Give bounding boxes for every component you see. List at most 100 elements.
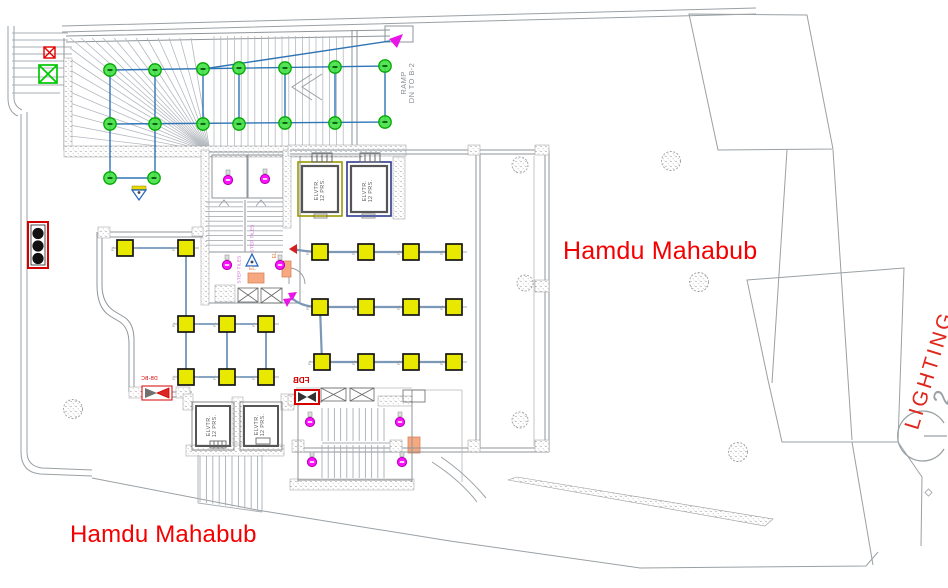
fixture-tag: FL bbox=[171, 322, 176, 327]
shaft-x-boxes-upper bbox=[237, 287, 283, 304]
leader-arrows bbox=[283, 34, 403, 307]
hatch-line bbox=[146, 37, 211, 153]
ramp-fan-hatch bbox=[69, 37, 211, 153]
ramp-label: RAMP DN TO B-2 bbox=[398, 48, 418, 118]
fixture-tag: FL bbox=[171, 246, 176, 251]
magenta-light-stem bbox=[307, 411, 313, 417]
fixture-tag: FL bbox=[351, 360, 356, 365]
magenta-light-stem bbox=[397, 411, 403, 417]
stair-up-arrows bbox=[218, 199, 267, 207]
wiring-left-group bbox=[125, 247, 267, 378]
hatch-line bbox=[157, 37, 211, 153]
yellow-light-icon bbox=[218, 368, 236, 386]
stair-treads-lower bbox=[321, 408, 390, 478]
fixture-tag: FL bbox=[251, 322, 256, 327]
yellow-light-icon bbox=[177, 315, 195, 333]
fixture-tag: FL bbox=[396, 360, 401, 365]
watermark-bottom: Hamdu Mahabub bbox=[70, 521, 257, 548]
fdb-symbol bbox=[294, 389, 320, 405]
yellow-light-icon bbox=[177, 368, 195, 386]
red-arrow-icon bbox=[289, 244, 297, 254]
db-bc-label: DB-BC bbox=[141, 376, 158, 382]
fixture-tag: FL bbox=[171, 375, 176, 380]
yellow-light-icon bbox=[257, 315, 275, 333]
elevator-capacity: 12 PRS. bbox=[320, 178, 326, 202]
wall-stipple-piers bbox=[97, 144, 550, 453]
elevators-top bbox=[287, 144, 407, 220]
red-x-box-symbol bbox=[43, 46, 56, 59]
yellow-light-icon bbox=[311, 243, 329, 261]
elevator-label-top-left: ELVTR. 12 PRS. bbox=[314, 168, 328, 212]
step-tiles-label-lower: STEP TILES bbox=[236, 255, 242, 284]
elevator-capacity: 12 PRS. bbox=[212, 414, 218, 438]
yellow-light-icon bbox=[445, 243, 463, 261]
hatch-line bbox=[91, 37, 211, 153]
magenta-arrow-icon bbox=[389, 34, 403, 48]
shaft-x-boxes-lower bbox=[320, 387, 426, 403]
column bbox=[511, 156, 529, 174]
magenta-arrow-icon bbox=[288, 292, 297, 301]
magenta-light-stem bbox=[224, 254, 230, 260]
fixture-tag: FL bbox=[396, 250, 401, 255]
elevator-label-top-right: ELVTR. 12 PRS. bbox=[362, 169, 376, 213]
big-g-letter bbox=[896, 410, 947, 497]
magenta-arrow-icon bbox=[283, 298, 292, 307]
yellow-light-icon bbox=[313, 353, 331, 371]
hatch-line bbox=[135, 37, 211, 153]
yellow-light-icon bbox=[177, 239, 195, 257]
magenta-light-stem bbox=[225, 169, 231, 175]
ramp-straight-hatch bbox=[213, 36, 344, 147]
hatch-line bbox=[80, 37, 211, 153]
green-x-box-symbol bbox=[38, 64, 58, 84]
tree bbox=[689, 272, 709, 292]
emergency-light-label: EL. bbox=[249, 266, 257, 272]
fixture-tag: FL bbox=[305, 305, 310, 310]
hatch-line bbox=[69, 102, 211, 153]
elevator-capacity: 12 PRS. bbox=[260, 413, 266, 437]
parking-strip bbox=[12, 32, 72, 94]
yellow-light-icon bbox=[357, 243, 375, 261]
fixture-tag: FL bbox=[351, 305, 356, 310]
elevator-label-bottom-right: ELVTR. 12 PRS. bbox=[254, 403, 268, 447]
tree bbox=[661, 151, 681, 171]
landing-triangle-symbol bbox=[245, 252, 259, 267]
garden-strip bbox=[507, 476, 774, 527]
exit-stairs-below-elevators bbox=[197, 455, 263, 513]
fdb-label: FDB bbox=[293, 376, 310, 385]
fixture-tag: FL bbox=[396, 305, 401, 310]
yellow-light-icon bbox=[445, 298, 463, 316]
yellow-light-icon bbox=[402, 298, 420, 316]
column bbox=[516, 274, 534, 292]
ramp-direction-arrow bbox=[291, 73, 323, 101]
hatch-line bbox=[69, 58, 211, 153]
hatch-line bbox=[69, 113, 211, 153]
site-boundary bbox=[7, 7, 879, 569]
hatch-line bbox=[69, 37, 211, 153]
magenta-light-stem bbox=[277, 254, 283, 260]
fixture-tag: FL bbox=[305, 250, 310, 255]
yellow-light-icon bbox=[116, 239, 134, 257]
step-tiles-label-upper: STEP TILES bbox=[249, 224, 255, 253]
fixture-tag: FL bbox=[439, 250, 444, 255]
hatch-line bbox=[69, 69, 211, 153]
magenta-light-stem bbox=[262, 168, 268, 174]
hatch-line bbox=[102, 37, 211, 153]
main-hall-walls bbox=[96, 149, 550, 453]
fixture-tag: FL bbox=[439, 305, 444, 310]
hatch-line bbox=[69, 47, 211, 153]
ramp-label-line2: DN TO B-2 bbox=[407, 62, 416, 104]
fixture-tag: FL bbox=[212, 375, 217, 380]
neighbor-structures bbox=[688, 13, 923, 566]
fixture-tag: FL bbox=[307, 360, 312, 365]
magenta-light-stem bbox=[399, 451, 405, 457]
trees bbox=[63, 151, 748, 462]
yellow-light-icon bbox=[311, 298, 329, 316]
db-bc-symbol bbox=[141, 385, 173, 401]
stair-core-upper-stipple bbox=[200, 149, 292, 306]
fixture-tag: FL bbox=[351, 250, 356, 255]
elevator-capacity: 12 PRS. bbox=[368, 179, 374, 203]
watermark-center: Hamdu Mahabub bbox=[563, 237, 758, 265]
